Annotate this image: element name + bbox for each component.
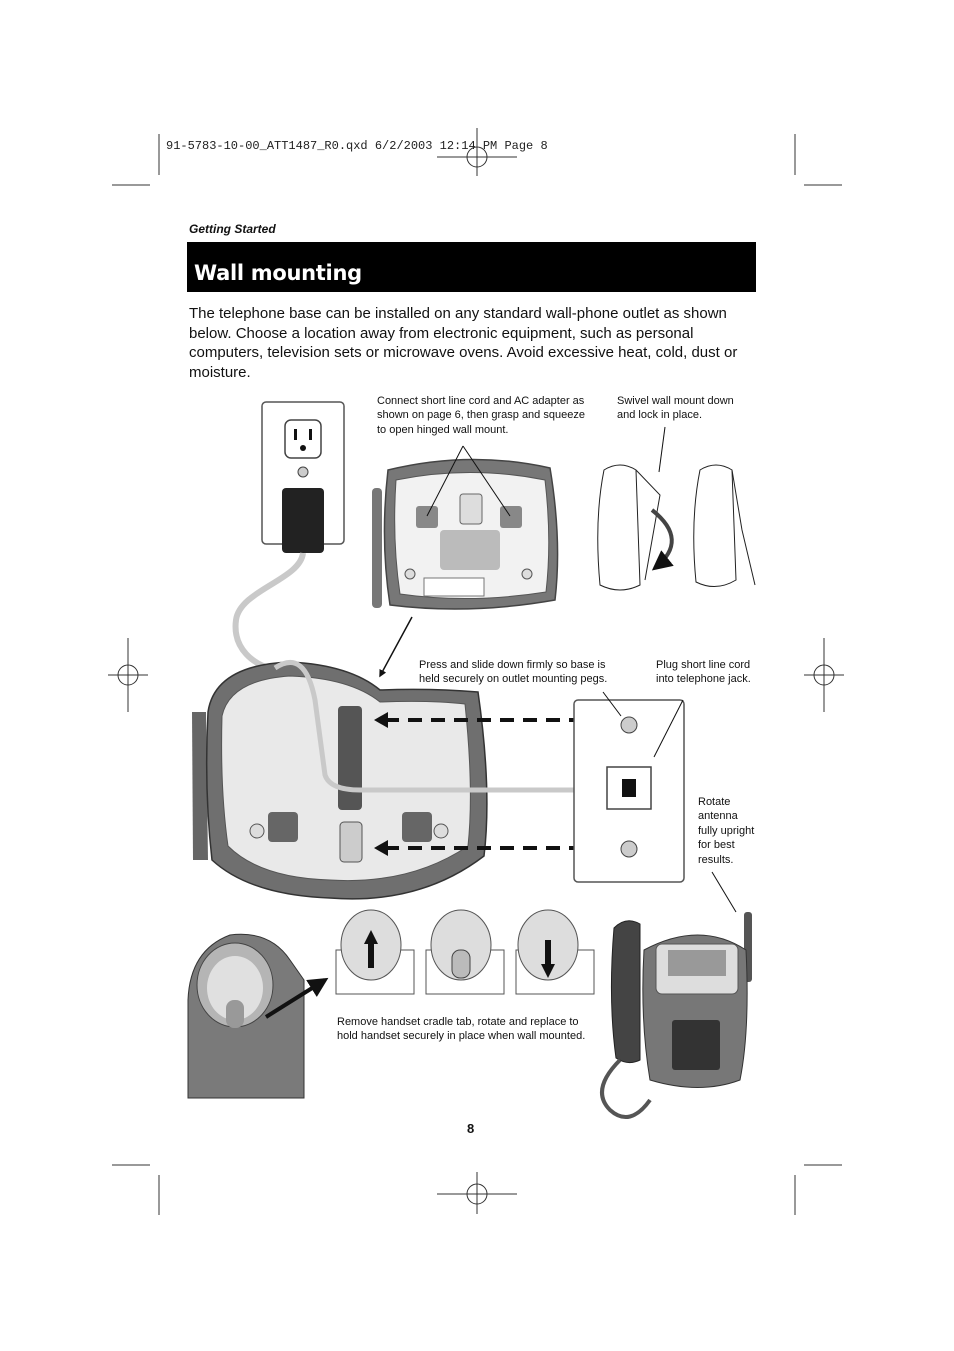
telephone-jack-icon [573, 699, 685, 883]
cradle-tab-steps [335, 909, 595, 995]
caption-connect: Connect short line cord and AC adapter a… [377, 395, 585, 436]
page-number: 8 [467, 1121, 475, 1136]
section-label: Getting Started [189, 222, 276, 236]
registration-mark-icon [108, 128, 844, 1214]
caption-remove: Remove handset cradle tab, rotate and re… [337, 1016, 586, 1043]
power-outlet-icon [261, 401, 345, 553]
page-title: Wall mounting [194, 261, 362, 285]
cradle-closeup-illustration [187, 933, 305, 1099]
phone-illustration [600, 871, 752, 1120]
crop-mark-icon [112, 134, 842, 1215]
swivel-illustration [597, 464, 756, 591]
base-open-illustration [372, 458, 559, 610]
intro-paragraph: The telephone base can be installed on a… [189, 305, 738, 381]
caption-rotate: Rotate antenna fully upright for best re… [698, 796, 755, 866]
title-bar: Wall mounting [187, 242, 756, 292]
base-mounted-illustration [192, 661, 488, 900]
print-slug: 91-5783-10-00_ATT1487_R0.qxd 6/2/2003 12… [166, 139, 548, 153]
caption-plug: Plug short line cord into telephone jack… [656, 659, 751, 686]
caption-swivel: Swivel wall mount down and lock in place… [617, 395, 734, 422]
caption-press: Press and slide down firmly so base is h… [419, 659, 608, 686]
